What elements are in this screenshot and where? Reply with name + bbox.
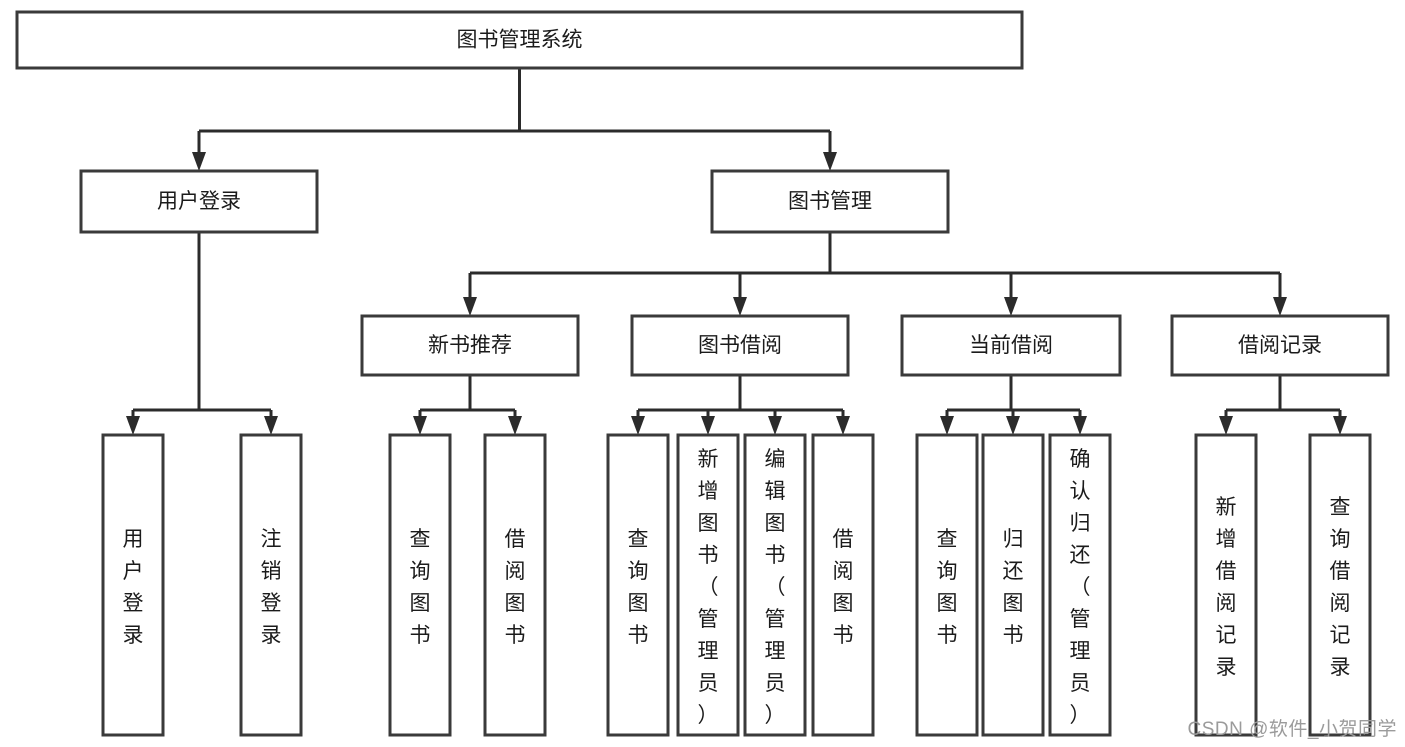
connectors-layer [126,68,1347,435]
node-box [1308,433,1372,737]
node-box [360,314,580,377]
node-label: 查询借阅记录 [1330,496,1351,679]
arrow-down-icon [264,416,278,435]
node-label: 查询图书 [628,528,649,647]
node-box [915,433,979,737]
node-label: 归还图书 [1003,528,1024,647]
node-leaf-0-用户登录[interactable]: 用户登录 [101,433,165,737]
nodes-layer: 图书管理系统用户登录图书管理新书推荐图书借阅当前借阅借阅记录用户登录注销登录查询… [15,10,1390,737]
node-box [676,433,740,737]
node-label: 新增图书（管理员） [698,448,719,727]
arrow-down-icon [413,416,427,435]
node-box [101,433,165,737]
node-leaf-11-新增借阅记录[interactable]: 新增借阅记录 [1194,433,1258,737]
node-label: 图书借阅 [698,334,782,357]
arrow-down-icon [701,416,715,435]
node-label: 查询图书 [410,528,431,647]
node-l3-借阅记录[interactable]: 借阅记录 [1170,314,1390,377]
node-box [981,433,1045,737]
node-box [1048,433,1112,737]
node-l2-图书管理[interactable]: 图书管理 [710,169,950,234]
node-label: 确认归还（管理员） [1070,448,1091,727]
node-box [743,433,807,737]
arrow-down-icon [126,416,140,435]
arrow-down-icon [836,416,850,435]
arrow-down-icon [1333,416,1347,435]
arrow-down-icon [631,416,645,435]
node-leaf-2-查询图书[interactable]: 查询图书 [388,433,452,737]
node-leaf-8-查询图书[interactable]: 查询图书 [915,433,979,737]
arrow-down-icon [940,416,954,435]
arrow-down-icon [1073,416,1087,435]
node-l3-图书借阅[interactable]: 图书借阅 [630,314,850,377]
node-root-图书管理系统[interactable]: 图书管理系统 [15,10,1024,70]
node-box [1194,433,1258,737]
node-leaf-1-注销登录[interactable]: 注销登录 [239,433,303,737]
node-leaf-9-归还图书[interactable]: 归还图书 [981,433,1045,737]
node-box [811,433,875,737]
node-label: 借阅图书 [833,528,854,647]
arrow-down-icon [1004,297,1018,316]
arrow-down-icon [1006,416,1020,435]
node-label: 新增借阅记录 [1216,496,1237,679]
node-label: 用户登录 [123,528,144,647]
node-label: 新书推荐 [428,334,512,357]
arrow-down-icon [823,152,837,171]
node-box [1170,314,1390,377]
node-box [239,433,303,737]
node-box [388,433,452,737]
node-leaf-12-查询借阅记录[interactable]: 查询借阅记录 [1308,433,1372,737]
node-leaf-5-新增图书管理员[interactable]: 新增图书（管理员） [676,433,740,737]
arrow-down-icon [768,416,782,435]
node-label: 图书管理 [788,190,872,213]
node-label: 注销登录 [261,528,282,647]
node-box [606,433,670,737]
arrow-down-icon [1219,416,1233,435]
node-leaf-4-查询图书[interactable]: 查询图书 [606,433,670,737]
node-label: 图书管理系统 [457,29,583,52]
node-leaf-7-借阅图书[interactable]: 借阅图书 [811,433,875,737]
arrow-down-icon [463,297,477,316]
node-label: 借阅记录 [1238,334,1322,357]
node-label: 借阅图书 [505,528,526,647]
node-leaf-10-确认归还管理员[interactable]: 确认归还（管理员） [1048,433,1112,737]
node-box [900,314,1122,377]
node-label: 当前借阅 [969,334,1053,357]
node-label: 用户登录 [157,190,241,213]
node-l3-当前借阅[interactable]: 当前借阅 [900,314,1122,377]
node-box [710,169,950,234]
node-l3-新书推荐[interactable]: 新书推荐 [360,314,580,377]
node-box [630,314,850,377]
arrow-down-icon [733,297,747,316]
arrow-down-icon [508,416,522,435]
node-label: 查询图书 [937,528,958,647]
node-box [79,169,319,234]
node-leaf-3-借阅图书[interactable]: 借阅图书 [483,433,547,737]
node-label: 编辑图书（管理员） [765,448,786,727]
arrow-down-icon [192,152,206,171]
node-box [15,10,1024,70]
node-l2-用户登录[interactable]: 用户登录 [79,169,319,234]
arrow-down-icon [1273,297,1287,316]
node-leaf-6-编辑图书管理员[interactable]: 编辑图书（管理员） [743,433,807,737]
node-box [483,433,547,737]
watermark-text: CSDN @软件_小贺同学 [1187,719,1397,740]
